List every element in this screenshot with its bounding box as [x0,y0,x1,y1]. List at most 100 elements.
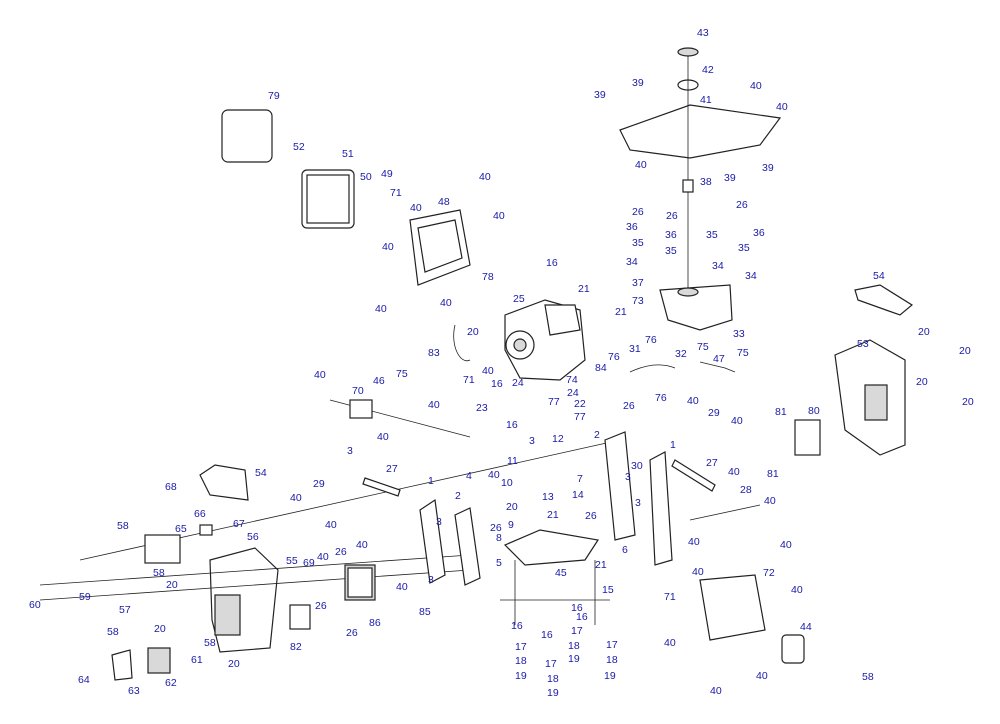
callout-54: 54 [255,467,267,479]
callout-77: 77 [548,396,560,408]
control-panel-79 [221,109,273,163]
callout-19: 19 [547,687,559,699]
callout-16: 16 [541,629,553,641]
callout-26: 26 [315,600,327,612]
callout-39: 39 [762,162,774,174]
callout-24: 24 [512,377,524,389]
callout-40: 40 [382,241,394,253]
callout-3: 3 [347,445,353,457]
callout-19: 19 [604,670,616,682]
callout-65: 65 [175,523,187,535]
callout-20: 20 [918,326,930,338]
callout-46: 46 [373,375,385,387]
callout-40: 40 [290,492,302,504]
callout-1: 1 [670,439,676,451]
callout-50: 50 [360,171,372,183]
callout-40: 40 [440,297,452,309]
callout-20: 20 [916,376,928,388]
callout-77: 77 [574,411,586,423]
callout-40: 40 [396,581,408,593]
callout-86: 86 [369,617,381,629]
callout-21: 21 [595,559,607,571]
fuel-cap-ring [677,47,699,57]
callout-40: 40 [635,159,647,171]
callout-34: 34 [626,256,638,268]
callout-16: 16 [511,620,523,632]
callout-71: 71 [463,374,475,386]
callout-38: 38 [700,176,712,188]
callout-40: 40 [314,369,326,381]
callout-69: 69 [303,557,315,569]
callout-30: 30 [631,460,643,472]
callout-44: 44 [800,621,812,633]
callout-1: 1 [428,475,434,487]
callout-83: 83 [428,347,440,359]
callout-26: 26 [585,510,597,522]
callout-40: 40 [780,539,792,551]
callout-labels: 43 42 39 41 40 39 40 40 39 39 79 52 51 5… [29,27,974,699]
rod-27-left [362,477,401,497]
callout-40: 40 [325,519,337,531]
callout-35: 35 [665,245,677,257]
callout-24: 24 [567,387,579,399]
callout-3: 3 [529,435,535,447]
tank-cover [619,104,782,159]
callout-40: 40 [488,469,500,481]
callout-54: 54 [873,270,885,282]
callout-35: 35 [706,229,718,241]
callout-40: 40 [664,637,676,649]
callout-32: 32 [675,348,687,360]
callout-26: 26 [736,199,748,211]
callout-39: 39 [632,77,644,89]
callout-73: 73 [632,295,644,307]
callout-78: 78 [482,271,494,283]
callout-19: 19 [568,653,580,665]
callout-61: 61 [191,654,203,666]
callout-20: 20 [506,501,518,513]
handle-54-left [199,464,249,501]
callout-40: 40 [410,202,422,214]
callout-48: 48 [438,196,450,208]
callout-27: 27 [386,463,398,475]
callout-62: 62 [165,677,177,689]
callout-21: 21 [547,509,559,521]
callout-16: 16 [576,611,588,623]
callout-17: 17 [606,639,618,651]
callout-10: 10 [501,477,513,489]
callout-53: 53 [857,338,869,350]
bracket-1-right [649,451,673,566]
callout-40: 40 [482,365,494,377]
callout-11: 11 [507,455,518,467]
callout-36: 36 [665,229,677,241]
cover-46 [349,399,373,419]
callout-72: 72 [763,567,775,579]
callout-75: 75 [697,341,709,353]
callout-19: 19 [515,670,527,682]
callout-15: 15 [602,584,614,596]
callout-13: 13 [542,491,554,503]
filter-80 [794,419,821,456]
callout-2: 2 [455,490,461,502]
battery-62 [147,647,171,674]
rod-27-right [671,459,716,492]
callout-26: 26 [490,522,502,534]
callout-75: 75 [737,347,749,359]
callout-40: 40 [776,101,788,113]
callout-40: 40 [479,171,491,183]
callout-18: 18 [606,654,618,666]
callout-18: 18 [515,655,527,667]
callout-58: 58 [862,671,874,683]
callout-26: 26 [335,546,347,558]
bracket-2-right [604,431,636,541]
callout-33: 33 [733,328,745,340]
callout-3: 3 [428,574,434,586]
base-plate-8 [503,529,599,566]
callout-80: 80 [808,405,820,417]
callout-18: 18 [568,640,580,652]
callout-71: 71 [390,187,402,199]
callout-20: 20 [228,658,240,670]
callout-35: 35 [738,242,750,254]
bracket-1-left [419,498,446,584]
callout-40: 40 [731,415,743,427]
